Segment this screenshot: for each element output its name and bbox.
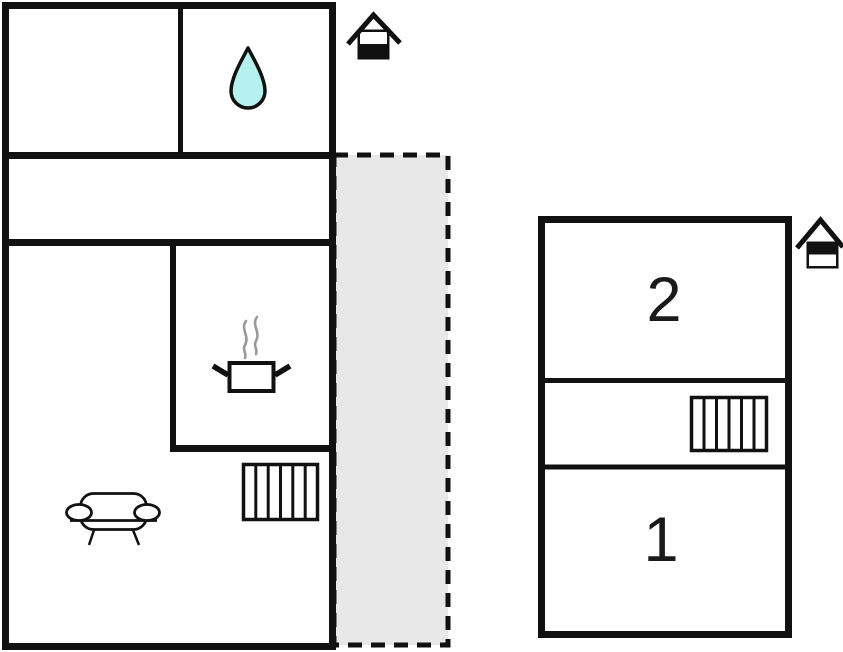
sofa-icon (65, 492, 161, 546)
steam-icon (242, 319, 248, 360)
pot-handle-left (211, 363, 230, 378)
room-2-label: 2 (646, 265, 681, 335)
steam-icon (253, 315, 259, 356)
room-1-label: 1 (643, 505, 678, 575)
terrace-area (331, 152, 451, 648)
upper-floor-indicator-icon (795, 216, 843, 269)
radiator-icon-living-room (241, 462, 320, 522)
ground-floor-unit (2, 2, 336, 650)
ground-floor-indicator-icon (346, 11, 402, 60)
pot-body (227, 361, 276, 393)
radiator-icon-landing (689, 395, 769, 453)
water-drop-icon (229, 46, 267, 110)
cooking-pot-icon (211, 315, 292, 393)
left-building-outline (2, 2, 336, 650)
pot-handle-right (273, 363, 292, 378)
